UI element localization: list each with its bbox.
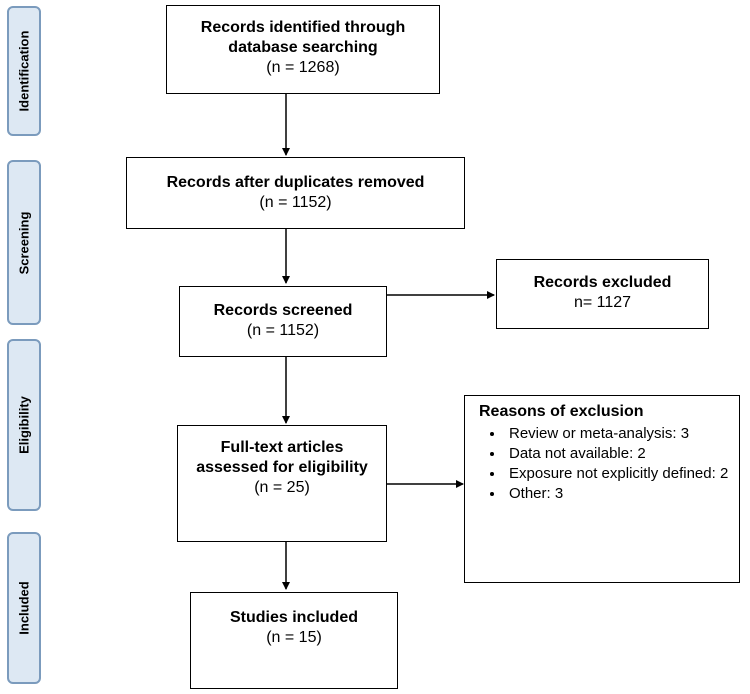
box-duplicates-removed-count: (n = 1152): [259, 194, 332, 211]
box-reasons-of-exclusion: Reasons of exclusion Review or meta-anal…: [464, 395, 740, 583]
box-records-identified: Records identified through database sear…: [166, 5, 440, 94]
box-fulltext-assessed-title: Full-text articles assessed for eligibil…: [196, 439, 368, 476]
reason-item: Exposure not explicitly defined: 2: [505, 464, 729, 484]
box-studies-included-title: Studies included: [229, 609, 358, 626]
box-studies-included-count: (n = 15): [266, 629, 322, 646]
box-records-identified-title: Records identified through database sear…: [200, 19, 406, 56]
reasons-title: Reasons of exclusion: [479, 403, 644, 420]
box-records-screened-title: Records screened: [213, 302, 353, 319]
reasons-list: Review or meta-analysis: 3 Data not avai…: [479, 424, 729, 504]
box-studies-included: Studies included (n = 15): [190, 592, 398, 689]
box-records-screened-count: (n = 1152): [246, 322, 320, 339]
box-records-excluded-count: n= 1127: [573, 294, 632, 311]
phase-identification: Identification: [7, 6, 41, 136]
reason-item: Review or meta-analysis: 3: [505, 424, 729, 444]
box-records-excluded-title: Records excluded: [533, 274, 672, 291]
box-fulltext-assessed: Full-text articles assessed for eligibil…: [177, 425, 387, 542]
box-duplicates-removed-title: Records after duplicates removed: [166, 174, 425, 191]
phase-screening: Screening: [7, 160, 41, 325]
reason-item: Other: 3: [505, 484, 729, 504]
phase-eligibility: Eligibility: [7, 339, 41, 511]
phase-included: Included: [7, 532, 41, 684]
box-fulltext-assessed-count: (n = 25): [254, 479, 310, 496]
reason-item: Data not available: 2: [505, 444, 729, 464]
box-records-screened: Records screened (n = 1152): [179, 286, 387, 357]
box-records-identified-count: (n = 1268): [266, 59, 340, 76]
box-records-excluded: Records excluded n= 1127: [496, 259, 709, 329]
box-duplicates-removed: Records after duplicates removed (n = 11…: [126, 157, 465, 229]
